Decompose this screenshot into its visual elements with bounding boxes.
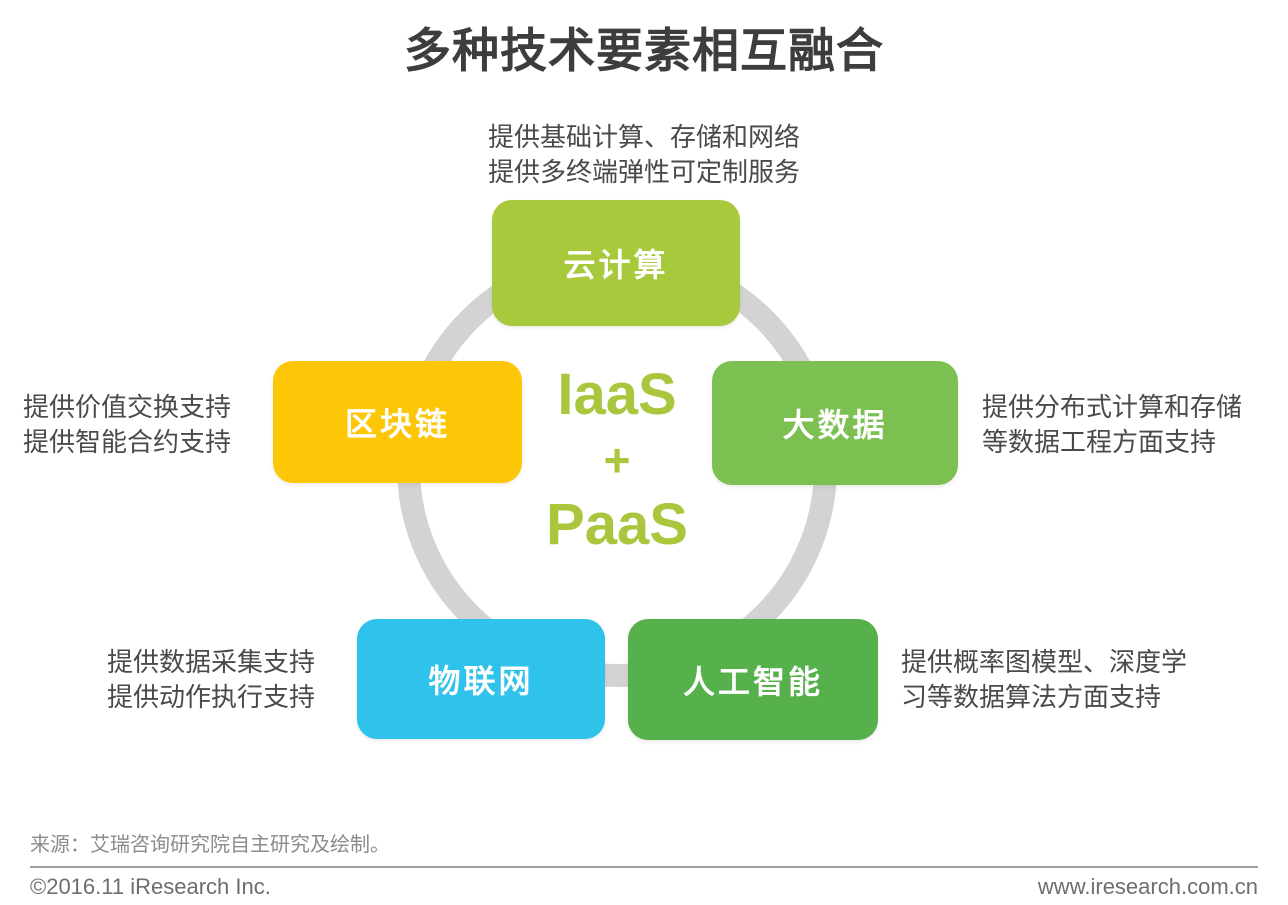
node-big-data: 大数据 — [712, 361, 958, 485]
paas-text: PaaS — [546, 492, 688, 557]
ai-annotation: 提供概率图模型、深度学 习等数据算法方面支持 — [901, 645, 1241, 715]
cloud-annotation-line1: 提供基础计算、存储和网络 — [487, 122, 800, 152]
node-big-data-label: 大数据 — [782, 407, 888, 443]
big-data-annotation-line2: 等数据工程方面支持 — [982, 427, 1217, 457]
node-cloud-computing: 云计算 — [492, 200, 740, 326]
page-title: 多种技术要素相互融合 — [404, 24, 884, 77]
blockchain-annotation: 提供价值交换支持 提供智能合约支持 — [23, 390, 273, 460]
big-data-annotation: 提供分布式计算和存储 等数据工程方面支持 — [982, 390, 1282, 460]
node-iot: 物联网 — [357, 619, 605, 739]
cloud-annotation: 提供基础计算、存储和网络 提供多终端弹性可定制服务 — [0, 120, 1288, 190]
node-iot-label: 物联网 — [428, 663, 534, 699]
ai-annotation-line2: 习等数据算法方面支持 — [901, 682, 1162, 712]
source-note: 来源：艾瑞咨询研究院自主研究及绘制。 — [30, 834, 390, 856]
big-data-annotation-line1: 提供分布式计算和存储 — [982, 392, 1243, 422]
blockchain-annotation-line2: 提供智能合约支持 — [23, 427, 232, 457]
plus-sign: + — [603, 434, 631, 486]
blockchain-annotation-line1: 提供价值交换支持 — [23, 392, 232, 422]
node-cloud-computing-label: 云计算 — [563, 247, 669, 283]
ai-annotation-line1: 提供概率图模型、深度学 — [901, 647, 1188, 677]
node-blockchain-label: 区块链 — [344, 406, 450, 442]
node-ai-label: 人工智能 — [682, 663, 823, 700]
footer-copyright: ©2016.11 iResearch Inc. — [30, 874, 271, 899]
iot-annotation-line1: 提供数据采集支持 — [107, 647, 316, 677]
cloud-annotation-line2: 提供多终端弹性可定制服务 — [487, 157, 800, 187]
node-blockchain: 区块链 — [273, 361, 522, 483]
center-platform-text: IaaS + PaaS — [467, 364, 767, 556]
iot-annotation: 提供数据采集支持 提供动作执行支持 — [107, 645, 357, 715]
iaas-text: IaaS — [557, 362, 677, 427]
node-ai: 人工智能 — [628, 619, 878, 740]
footer-divider — [30, 866, 1258, 868]
footer-website: www.iresearch.com.cn — [1037, 874, 1258, 899]
iot-annotation-line2: 提供动作执行支持 — [107, 682, 316, 712]
